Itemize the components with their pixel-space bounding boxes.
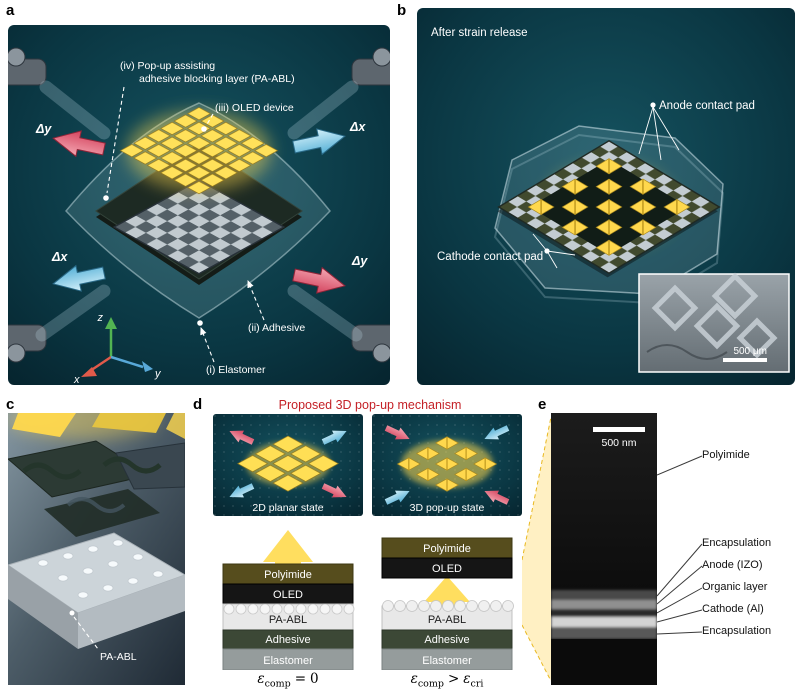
adhesive-label: Adhesive xyxy=(424,634,469,646)
pa-abl-bump-dots xyxy=(37,539,164,599)
adhesive-label: Adhesive xyxy=(265,634,310,646)
tem-label-organic-layer: Organic layer xyxy=(702,581,768,593)
tem-label-encapsulation-bottom: Encapsulation xyxy=(702,625,772,637)
oled-label: OLED xyxy=(432,563,462,575)
strain-equation-planar: εcomp=0 xyxy=(257,671,319,690)
axes-gizmo: z x y xyxy=(73,312,162,385)
adhesive-callout: (ii) Adhesive xyxy=(248,322,305,334)
elastomer-label: Elastomer xyxy=(263,655,313,667)
popup-state-label: 3D pop-up state xyxy=(410,502,485,514)
tem-label-cathode-al: Cathode (Al) xyxy=(702,603,764,615)
panel-d-letter: d xyxy=(193,396,203,413)
device-plates xyxy=(8,440,185,537)
anode-annotation: Anode contact pad xyxy=(638,100,755,161)
cathode-contact-pad-label: Cathode contact pad xyxy=(437,251,543,263)
tem-cross-section: 500 nm xyxy=(551,413,657,685)
panel-a-scene: (iv) Pop-up assisting adhesive blocking … xyxy=(8,25,390,385)
panel-a-annotations: (iv) Pop-up assisting adhesive blocking … xyxy=(103,60,305,376)
delta-x-label-bl: Δx xyxy=(51,250,68,264)
axis-x-label: x xyxy=(73,374,80,385)
cathode-annotation: Cathode contact pad xyxy=(437,233,576,269)
elastomer-label: Elastomer xyxy=(422,655,472,667)
pa-abl-slab xyxy=(8,532,185,649)
after-strain-release-caption: After strain release xyxy=(431,27,528,39)
mechanism-title: Proposed 3D pop-up mechanism xyxy=(278,398,462,412)
elastomer-bar xyxy=(222,648,354,670)
panel-e-letter: e xyxy=(538,396,547,413)
tem-layer-bands xyxy=(551,590,657,639)
elastomer-arms xyxy=(35,80,363,342)
delta-x-label-tr: Δx xyxy=(349,120,366,134)
elastomer-callout: (i) Elastomer xyxy=(206,364,266,376)
substrate-thickness-edge xyxy=(493,133,725,305)
polyimide-label: Polyimide xyxy=(423,543,471,555)
oled-label: OLED xyxy=(273,589,303,601)
inset-scale-bar xyxy=(723,358,767,362)
strain-arrows: Δy Δx Δx Δy xyxy=(35,120,368,300)
sem-inset: 500 μm xyxy=(638,272,790,373)
oled-bar xyxy=(381,557,513,579)
planar-state-label: 2D planar state xyxy=(252,502,323,514)
pa-abl-bumps xyxy=(382,600,514,612)
pa-abl-callout-line2: adhesive blocking layer (PA-ABL) xyxy=(139,73,295,85)
strain-equation-popup: εcomp>εcri xyxy=(410,671,484,690)
panel-c-scene: PA-ABL xyxy=(8,413,185,685)
tem-label-encapsulation-top: Encapsulation xyxy=(702,537,772,549)
popup-state-scene: 3D pop-up state xyxy=(372,414,522,516)
delta-y-label-tl: Δy xyxy=(35,122,52,136)
planar-layer-stack: Polyimide OLED PA-ABL Adhesive Elastomer xyxy=(222,530,355,670)
pa-abl-callout-line1: (iv) Pop-up assisting xyxy=(120,60,215,72)
planar-oled-array xyxy=(234,434,342,494)
panel-b-scene: After strain release xyxy=(417,8,795,385)
pa-abl-bar-label: PA-ABL xyxy=(269,614,307,626)
panel-b-letter: b xyxy=(397,2,407,19)
axis-y-label: y xyxy=(154,368,162,380)
pa-abl-bar-label: PA-ABL xyxy=(428,614,466,626)
popup-layer-stack: Polyimide OLED PA-ABL Adhesive Elastomer xyxy=(381,537,514,670)
oled-array xyxy=(118,106,280,196)
tem-scale-bar xyxy=(593,427,645,432)
pa-abl-checker-layer xyxy=(112,179,286,275)
panel-c-letter: c xyxy=(6,396,15,413)
stretcher-clamps xyxy=(8,47,390,363)
oled-tiles-top xyxy=(12,413,185,439)
axis-z-label: z xyxy=(97,312,104,324)
pa-abl-callout: PA-ABL xyxy=(69,610,137,663)
inset-scale-label: 500 μm xyxy=(733,346,767,357)
planar-state-scene: 2D planar state xyxy=(213,414,363,516)
tem-label-leaders xyxy=(657,455,703,635)
oled-device-callout: (iii) OLED device xyxy=(215,102,294,114)
magnification-wedge xyxy=(522,416,551,682)
tem-label-anode-izo: Anode (IZO) xyxy=(702,559,763,571)
tem-label-polyimide: Polyimide xyxy=(702,449,750,461)
device-stack xyxy=(95,106,303,285)
polyimide-label: Polyimide xyxy=(264,569,312,581)
elastomer-bar xyxy=(381,648,513,670)
tem-scale-label: 500 nm xyxy=(601,437,636,449)
released-device xyxy=(497,139,721,278)
panel-a-letter: a xyxy=(6,2,15,19)
pa-abl-label: PA-ABL xyxy=(100,651,137,663)
anode-contact-pad-label: Anode contact pad xyxy=(659,100,755,112)
delta-y-label-br: Δy xyxy=(351,254,368,268)
pa-abl-bumps xyxy=(223,603,355,615)
